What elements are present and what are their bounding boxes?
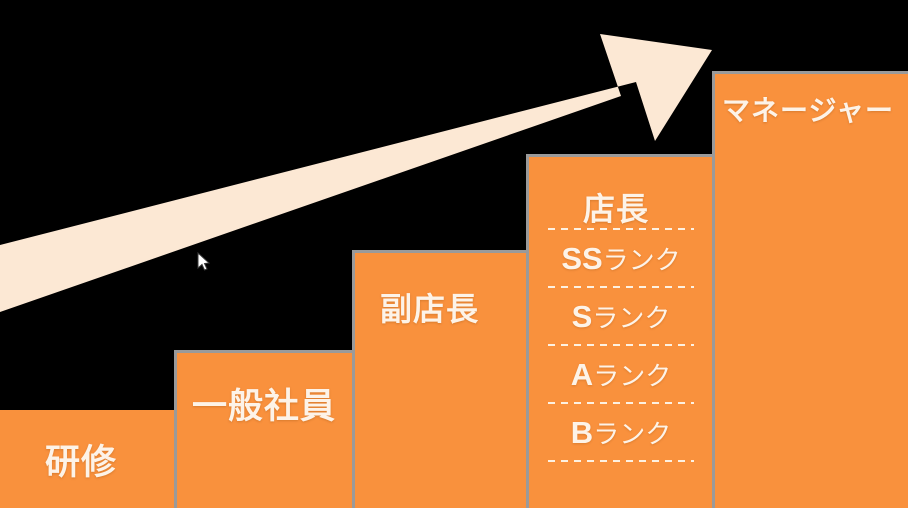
rank-grade: A [570,356,594,392]
mouse-pointer-icon [197,252,211,271]
rank-suffix: ランク [602,244,681,275]
rank-grade: B [570,414,594,450]
rank-grade: SS [561,240,603,276]
step-label-manager: マネージャー [722,95,895,126]
cursor-arrow-shape [197,252,211,271]
rank-item-s[interactable]: Sランク [548,288,694,344]
rank-suffix: ランク [593,418,672,449]
step-label-kenshu: 研修 [45,443,118,482]
rank-item-ss[interactable]: SSランク [548,230,694,286]
rank-separator [548,228,694,230]
rank-item-b[interactable]: Bランク [548,404,694,460]
rank-list: SSランク Sランク Aランク Bランク [548,228,694,462]
step-kenshu[interactable] [0,410,176,508]
step-label-fukutencho: 副店長 [380,291,480,327]
step-label-ippan: 一般社員 [192,387,337,426]
rank-grade: S [571,298,593,334]
step-manager[interactable] [712,71,908,508]
rank-separator [548,344,694,346]
step-ippan[interactable] [174,350,354,508]
rank-separator [548,286,694,288]
rank-item-a[interactable]: Aランク [548,346,694,402]
step-label-tencho: 店長 [583,191,650,227]
rank-suffix: ランク [593,360,672,391]
rank-suffix: ランク [592,302,671,333]
rank-separator [548,460,694,462]
rank-separator [548,402,694,404]
